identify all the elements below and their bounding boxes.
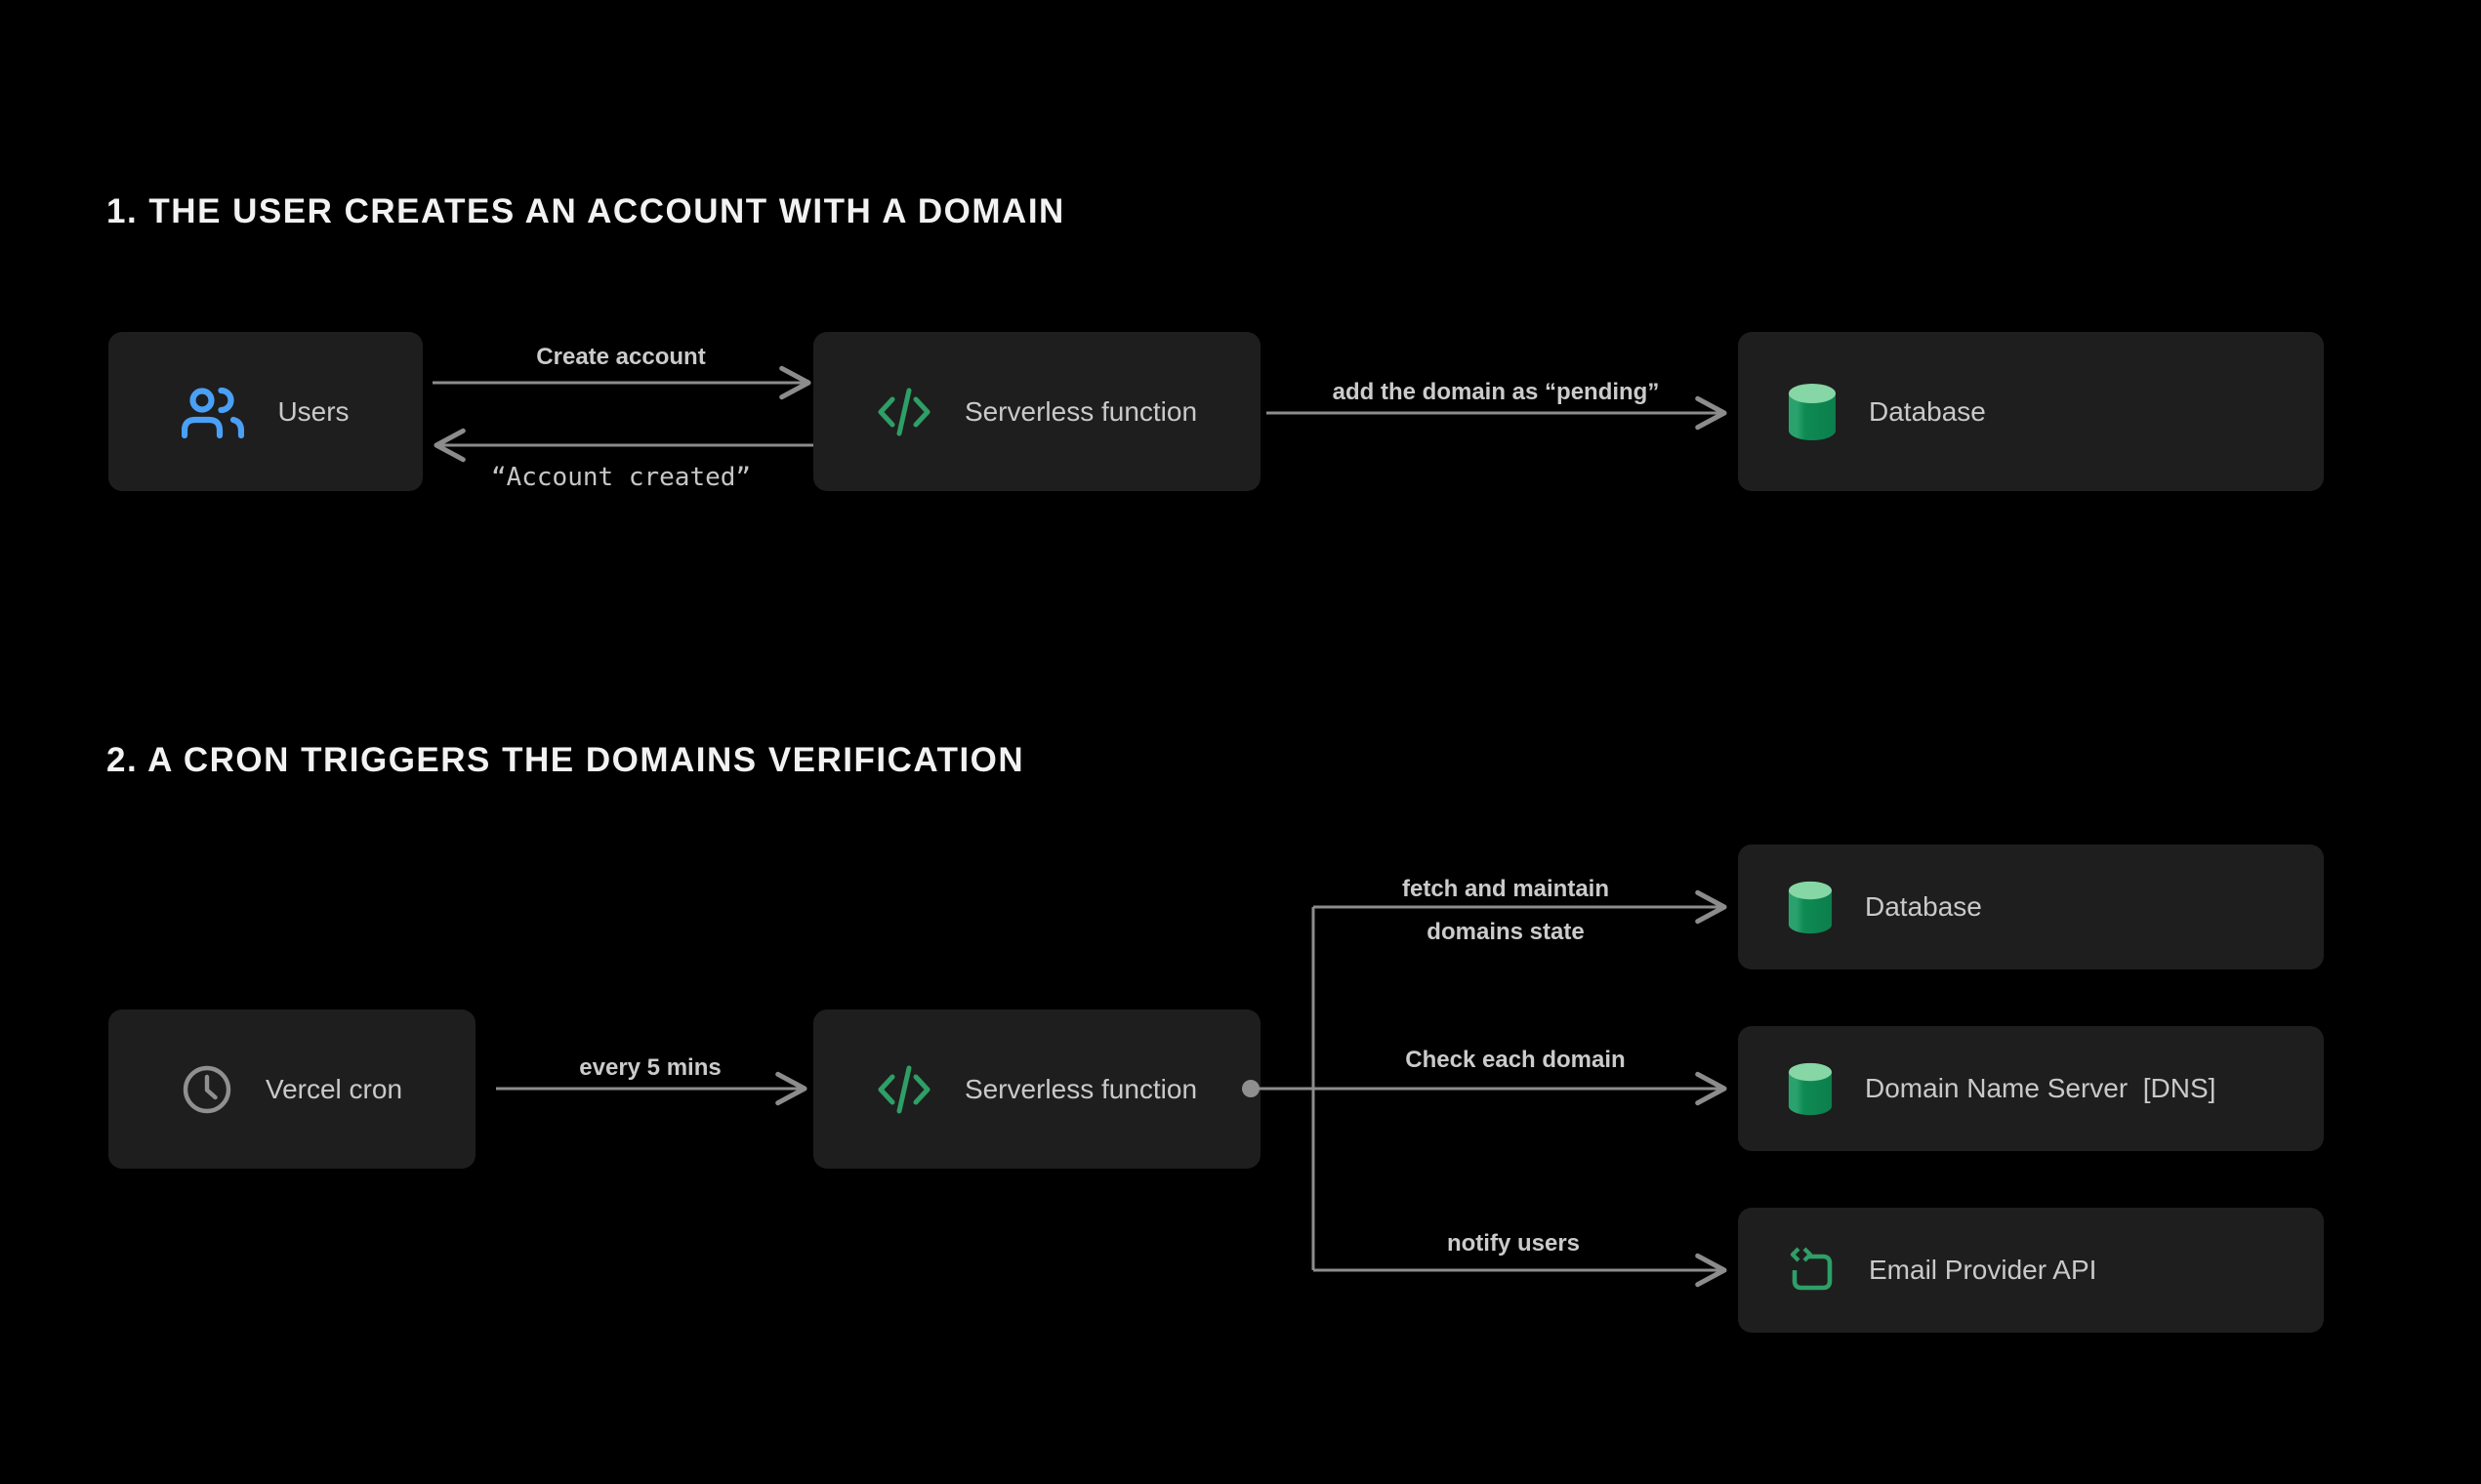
- edge-label-notify-users: notify users: [1446, 1230, 1581, 1257]
- node-label: Database: [1865, 891, 1982, 922]
- node-label: Serverless function: [964, 1073, 1198, 1104]
- node-email-api: Email Provider API: [1738, 1208, 2324, 1333]
- edge-label-create-account: Create account: [536, 344, 706, 370]
- node-label: Serverless function: [964, 395, 1198, 427]
- edge-label-every-5-mins: every 5 mins: [579, 1054, 722, 1081]
- edge-label-domains-state: domains state: [1427, 919, 1585, 945]
- code-icon: [878, 1065, 930, 1113]
- node-users: Users: [108, 332, 423, 491]
- node-serverless-1: Serverless function: [813, 332, 1261, 491]
- database-icon: [1789, 383, 1836, 440]
- node-database-2: Database: [1738, 845, 2324, 969]
- edge-label-fetch-and-maintain: fetch and maintain: [1401, 876, 1610, 902]
- edge-label-check-each-domain: Check each domain: [1405, 1047, 1626, 1073]
- email-template-icon: [1790, 1247, 1833, 1291]
- edge-label-account-created: “Account created”: [490, 463, 752, 492]
- node-vercel-cron: Vercel cron: [108, 1010, 476, 1169]
- section-1-title: 1. THE USER CREATES AN ACCOUNT WITH A DO…: [106, 192, 1065, 230]
- code-icon: [878, 388, 930, 435]
- database-icon: [1788, 1062, 1833, 1115]
- node-label: Database: [1869, 395, 1986, 427]
- users-icon: [182, 387, 245, 438]
- section-2-title: 2. A CRON TRIGGERS THE DOMAINS VERIFICAT…: [106, 741, 1025, 779]
- node-label: Email Provider API: [1869, 1255, 2097, 1285]
- clock-icon: [183, 1065, 231, 1113]
- node-label: Users: [277, 395, 350, 427]
- node-label: Vercel cron: [265, 1073, 403, 1104]
- node-dns: Domain Name Server [DNS]: [1738, 1026, 2324, 1151]
- node-database-1: Database: [1738, 332, 2324, 491]
- edge-label-add-domain-pending: add the domain as “pending”: [1332, 379, 1660, 405]
- node-label: Domain Name Server [DNS]: [1865, 1073, 2216, 1103]
- node-serverless-2: Serverless function: [813, 1010, 1261, 1169]
- database-icon: [1788, 881, 1833, 933]
